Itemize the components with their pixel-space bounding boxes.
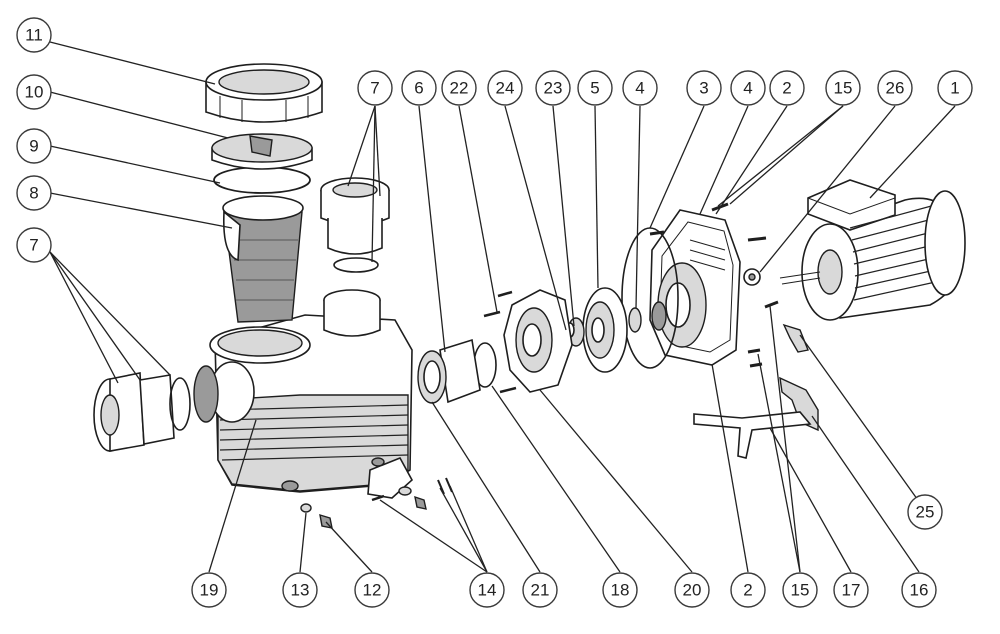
svg-text:26: 26 [886,79,905,98]
leader-lines [49,41,956,573]
terminal-clip [782,323,809,353]
svg-text:11: 11 [25,26,43,45]
impeller [565,317,585,347]
svg-text:9: 9 [29,137,38,156]
callout-7-top: 7 [357,70,393,106]
svg-text:24: 24 [496,79,515,98]
svg-text:7: 7 [29,236,38,255]
callout-25: 25 [907,494,943,530]
callout-23: 23 [535,70,571,106]
callout-13: 13 [282,572,318,608]
svg-text:15: 15 [791,581,810,600]
diffuser [582,287,628,373]
svg-text:2: 2 [743,581,752,600]
svg-text:10: 10 [25,83,44,102]
callout-11: 11 [16,17,52,53]
lid-locking-ring [205,63,323,123]
svg-text:21: 21 [531,581,550,600]
base-bracket [693,411,812,459]
callout-20: 20 [674,572,710,608]
union-fitting-left [93,365,219,452]
motor-foot [779,376,819,432]
svg-text:7: 7 [370,79,379,98]
callout-17: 17 [833,572,869,608]
pump-body [209,289,414,499]
motor-bracket [649,209,741,366]
bolts-22 [483,290,517,394]
callout-4-b: 4 [730,70,766,106]
callout-26: 26 [877,70,913,106]
callout-4-a: 4 [622,70,658,106]
callout-5: 5 [577,70,613,106]
svg-text:6: 6 [414,79,423,98]
union-fitting-top [320,177,390,273]
shaft-seal [628,301,667,333]
callout-16: 16 [901,572,937,608]
svg-text:8: 8 [29,184,38,203]
callout-2-bottom: 2 [730,572,766,608]
svg-text:18: 18 [611,581,630,600]
svg-text:14: 14 [478,581,497,600]
svg-text:4: 4 [635,79,644,98]
svg-text:22: 22 [450,79,469,98]
svg-text:4: 4 [743,79,752,98]
svg-text:19: 19 [200,581,219,600]
callout-1: 1 [937,70,973,106]
callout-9: 9 [16,128,52,164]
callout-10: 10 [16,74,52,110]
callout-22: 22 [441,70,477,106]
callout-18: 18 [602,572,638,608]
svg-text:17: 17 [842,581,861,600]
callout-12: 12 [354,572,390,608]
callout-14: 14 [469,572,505,608]
washer [743,268,761,286]
callout-8: 8 [16,175,52,211]
svg-text:16: 16 [910,581,929,600]
callout-3: 3 [686,70,722,106]
union-o-ring-top [333,257,379,273]
callout-21: 21 [522,572,558,608]
callout-24: 24 [487,70,523,106]
svg-text:5: 5 [590,79,599,98]
coupling-sleeve [417,338,481,404]
svg-text:12: 12 [363,581,382,600]
strainer-basket [222,195,304,323]
pump-volute-plate [503,289,573,393]
callout-6: 6 [401,70,437,106]
svg-text:15: 15 [834,79,853,98]
callout-7-left: 7 [16,227,52,263]
o-ring-lid [213,166,311,194]
svg-text:2: 2 [782,79,791,98]
svg-text:25: 25 [916,503,935,522]
callout-15-bottom: 15 [782,572,818,608]
callout-2-top: 2 [769,70,805,106]
svg-text:20: 20 [683,581,702,600]
svg-text:1: 1 [950,79,959,98]
svg-text:23: 23 [544,79,563,98]
callout-15-top: 15 [825,70,861,106]
svg-text:3: 3 [699,79,708,98]
callout-19: 19 [191,572,227,608]
motor [779,179,966,321]
svg-text:13: 13 [291,581,310,600]
strainer-lid [211,133,313,170]
